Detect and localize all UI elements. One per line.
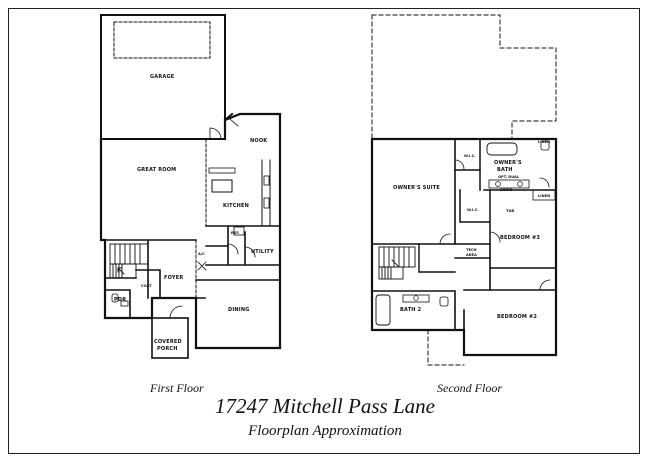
owners-suite-walls (371, 138, 456, 245)
second-floor-exterior (370, 137, 558, 357)
utility-label: UTILITY (251, 249, 274, 255)
wic-2-label: W.I.C. (467, 208, 479, 212)
covered-label: COVERED (154, 339, 182, 345)
garage-door-swing (209, 127, 222, 140)
porch-label: PORCH (157, 346, 178, 352)
second-floor-stairs (378, 246, 416, 280)
coat-label: COAT (141, 284, 152, 288)
pdr-label: PDR (114, 297, 126, 303)
first-floor-exterior (99, 112, 282, 350)
bath-2-label: BATH 2 (400, 307, 422, 313)
great-room-label: GREAT ROOM (137, 167, 176, 173)
foyer-walls (104, 239, 197, 319)
pdr-toilet (111, 293, 119, 303)
nook-bay (223, 112, 234, 122)
dining-label: DINING (228, 307, 250, 313)
kitchen-label: KITCHEN (223, 203, 249, 209)
ac-label: A/C (198, 252, 205, 256)
tub-label: TUB (506, 209, 514, 213)
sheet-border (8, 8, 640, 454)
kitchen-counter (261, 159, 281, 227)
owners-suite-label: OWNER'S SUITE (393, 185, 440, 191)
area-label: AREA (466, 253, 477, 257)
wic-1-walls (454, 138, 481, 171)
room-labels: GARAGE NOOK GREAT ROOM KITCHEN UTILITY F… (114, 74, 550, 352)
nook-label: NOOK (250, 138, 268, 144)
garage-roof-outline (371, 14, 557, 140)
owners-bath-label-1: OWNER'S (494, 160, 522, 166)
bedroom-3-walls (489, 243, 557, 291)
floorplan-subtitle: Floorplan Approximation (248, 423, 402, 439)
covered-porch (151, 317, 189, 359)
fridge (233, 226, 245, 236)
garage-door (113, 21, 211, 59)
second-floor-caption: Second Floor (437, 381, 502, 395)
bedroom-3-label: BEDROOM #3 (500, 235, 540, 241)
dining-walls (195, 279, 281, 299)
wic-1-label: W.I.C. (464, 154, 476, 158)
bath-2-tub (375, 294, 391, 326)
first-floor-plan (99, 14, 282, 359)
property-address-title: 17247 Mitchell Pass Lane (215, 394, 435, 418)
linen-2-label: LINEN (538, 194, 550, 198)
ref-label: REF. (231, 231, 240, 235)
garage-label: GARAGE (150, 74, 175, 80)
owners-bath-walls (479, 169, 557, 191)
sinks-label: SINKS (500, 188, 513, 192)
first-floor-stairs (109, 243, 149, 279)
bath-2-walls (371, 290, 465, 331)
second-floor-plan (370, 14, 558, 366)
linen-1-label: LINEN (538, 140, 550, 144)
opt-dual-label: OPT. DUAL (498, 175, 520, 179)
foyer-label: FOYER (164, 275, 183, 281)
bath-tub (486, 142, 518, 156)
bedroom-2-label: BEDROOM #2 (497, 314, 537, 320)
tech-label: TECH (466, 248, 477, 252)
tech-area-walls (418, 243, 491, 273)
kitchen-island (211, 179, 233, 193)
owners-bath-label-2: BATH (497, 167, 513, 173)
first-floor-caption: First Floor (150, 381, 204, 395)
wic-2-walls (459, 189, 491, 245)
bedroom-2-walls (463, 289, 491, 331)
utility-walls (205, 225, 281, 266)
porch-roof-outline (427, 329, 465, 366)
